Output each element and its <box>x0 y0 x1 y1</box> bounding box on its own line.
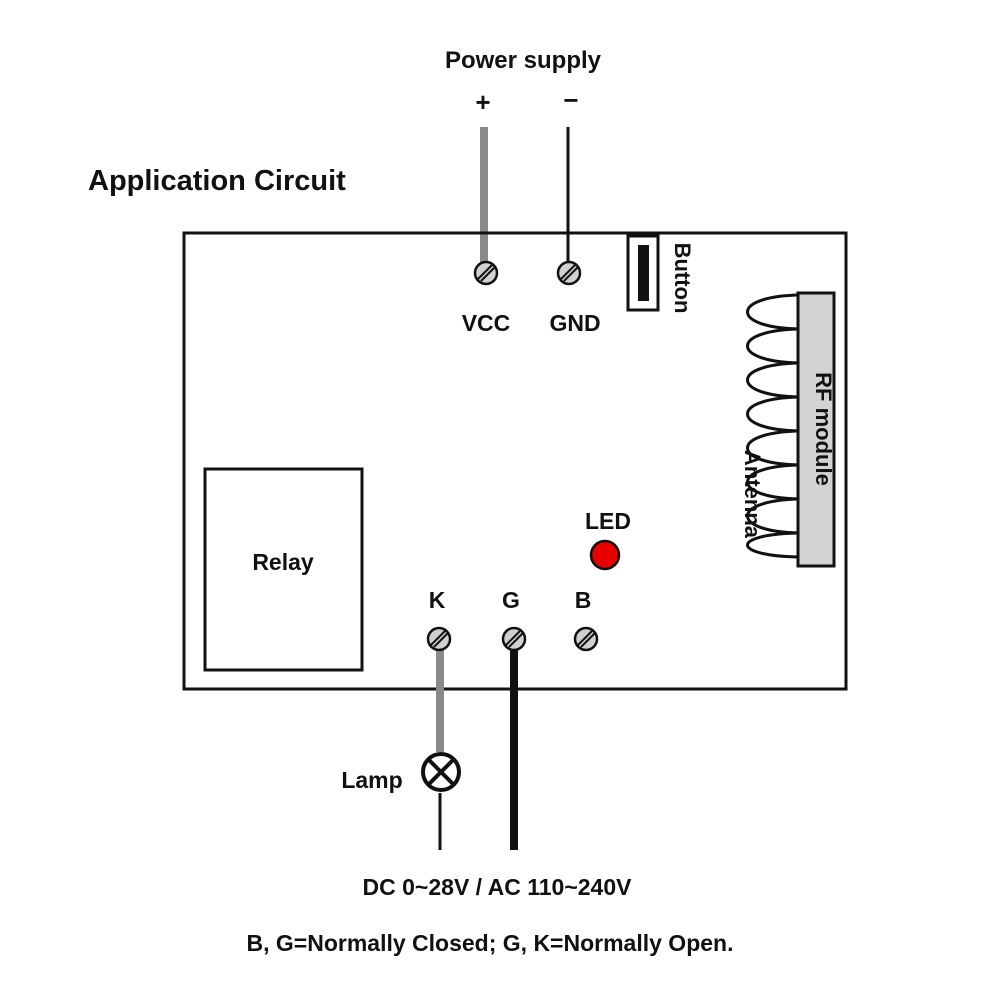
lamp-icon <box>421 752 461 792</box>
button-component <box>626 234 660 312</box>
button-label: Button <box>670 243 695 314</box>
led-indicator <box>589 539 621 571</box>
relay-component <box>203 467 364 672</box>
g-terminal <box>501 626 527 652</box>
plus-sign: + <box>475 87 490 117</box>
contact-note: B, G=Normally Closed; G, K=Normally Open… <box>247 930 734 956</box>
rf-module-label: RF module <box>811 372 836 486</box>
load-supply-label: DC 0~28V / AC 110~240V <box>363 874 633 900</box>
vcc-label: VCC <box>462 310 511 336</box>
b-terminal <box>573 626 599 652</box>
minus-sign: − <box>563 85 578 115</box>
gnd-terminal <box>556 260 582 286</box>
relay-label: Relay <box>252 549 314 575</box>
lamp-label: Lamp <box>341 767 402 793</box>
k-label: K <box>429 587 446 613</box>
g-label: G <box>502 587 520 613</box>
antenna-label: Antenna <box>740 450 765 539</box>
vcc-terminal <box>473 260 499 286</box>
gnd-label: GND <box>549 310 600 336</box>
b-label: B <box>575 587 592 613</box>
rf-module <box>796 291 836 568</box>
diagram-title: Application Circuit <box>88 165 346 197</box>
power-supply-label: Power supply <box>445 47 602 74</box>
k-terminal <box>426 626 452 652</box>
led-label: LED <box>585 508 631 534</box>
